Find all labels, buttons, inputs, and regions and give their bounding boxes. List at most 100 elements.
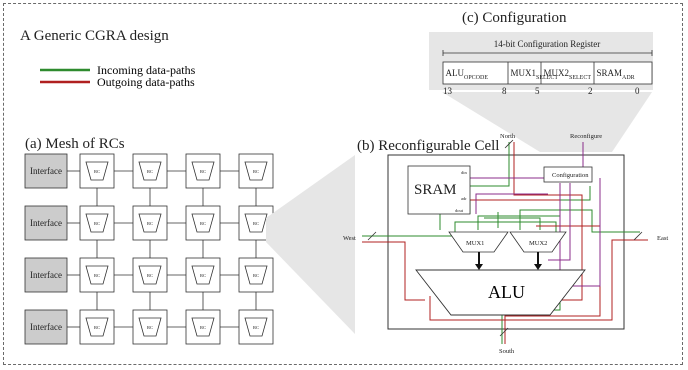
- rc-label: RC: [253, 325, 259, 330]
- legend-incoming-label: Incoming data-paths: [97, 63, 196, 77]
- rc-trapezoid: [244, 265, 268, 285]
- rc-cell: [185, 153, 221, 189]
- rc-trapezoid: [244, 317, 268, 337]
- rc-cell: [132, 309, 168, 345]
- rc-label: RC: [253, 221, 259, 226]
- interface-label: Interface: [30, 166, 62, 176]
- mux2-arrow: [534, 264, 542, 270]
- mux1-block: [448, 231, 509, 253]
- rc-cell: [79, 153, 115, 189]
- rc-trapezoid: [85, 317, 109, 337]
- rc-label: RC: [94, 221, 100, 226]
- configuration-label: Configuration: [552, 172, 589, 179]
- rc-trapezoid: [244, 213, 268, 233]
- register-field-2: MUX2SELECT: [544, 68, 592, 81]
- rc-label: RC: [94, 169, 100, 174]
- rc-trapezoid: [138, 213, 162, 233]
- rc-cell: [132, 205, 168, 241]
- rc-cell: [185, 257, 221, 293]
- cell-title: (b) Reconfigurable Cell: [357, 138, 499, 154]
- rc-cell: [185, 205, 221, 241]
- zoom-wedge-mesh: [266, 155, 355, 334]
- rc-cell: [238, 153, 274, 189]
- interface-label: Interface: [30, 218, 62, 228]
- mux1-arrow: [475, 264, 483, 270]
- north-label: North: [500, 133, 516, 140]
- bit-number-5: 5: [535, 86, 540, 96]
- sram-adr-label: adr: [461, 196, 467, 201]
- interface-block: [24, 153, 68, 189]
- rc-trapezoid: [85, 265, 109, 285]
- bit-number-13: 13: [443, 86, 453, 96]
- interface-block: [24, 205, 68, 241]
- sram-dout-label: dout: [455, 208, 464, 213]
- mesh-title: (a) Mesh of RCs: [25, 136, 125, 152]
- mux2-label: MUX2: [529, 240, 547, 247]
- rc-trapezoid: [85, 161, 109, 181]
- configuration-block: [543, 166, 593, 183]
- rc-label: RC: [147, 221, 153, 226]
- rc-label: RC: [200, 169, 206, 174]
- rc-label: RC: [253, 169, 259, 174]
- rc-cell: [132, 257, 168, 293]
- bit-number-0: 0: [635, 86, 640, 96]
- bit-number-8: 8: [502, 86, 507, 96]
- rc-cell: [238, 309, 274, 345]
- rc-trapezoid: [191, 317, 215, 337]
- interface-block: [24, 309, 68, 345]
- rc-label: RC: [147, 273, 153, 278]
- rc-label: RC: [200, 325, 206, 330]
- reconfigure-label: Reconfigure: [570, 133, 602, 140]
- rc-trapezoid: [138, 161, 162, 181]
- rc-label: RC: [147, 325, 153, 330]
- rc-label: RC: [200, 221, 206, 226]
- config-title: (c) Configuration: [462, 10, 567, 26]
- rc-label: RC: [94, 325, 100, 330]
- config-register: 14-bit Configuration Register ALUOPCODE M…: [442, 39, 653, 96]
- mux1-label: MUX1: [466, 240, 484, 247]
- diagram-title: A Generic CGRA design: [20, 28, 169, 44]
- rc-cell: [79, 309, 115, 345]
- rc-trapezoid: [85, 213, 109, 233]
- bit-number-2: 2: [588, 86, 593, 96]
- rc-trapezoid: [244, 161, 268, 181]
- rc-label: RC: [200, 273, 206, 278]
- rc-cell: [132, 153, 168, 189]
- bus-markers: [367, 139, 643, 337]
- sram-block: [407, 165, 471, 215]
- rc-cell: [79, 257, 115, 293]
- rc-cell: [185, 309, 221, 345]
- rc-trapezoid: [138, 317, 162, 337]
- west-label: West: [343, 235, 356, 242]
- config-register-box: [442, 61, 653, 85]
- legend: Incoming data-paths Outgoing data-paths: [40, 63, 196, 89]
- rc-trapezoid: [191, 265, 215, 285]
- register-field-3: SRAMADR: [597, 68, 635, 81]
- mux2-block: [509, 231, 567, 253]
- rc-trapezoid: [138, 265, 162, 285]
- interface-label: Interface: [30, 322, 62, 332]
- rc-trapezoid: [191, 161, 215, 181]
- rc-cell: [79, 205, 115, 241]
- alu-label: ALU: [488, 282, 525, 302]
- zoom-wedge-config: [442, 92, 652, 152]
- sram-din-label: din: [461, 170, 468, 175]
- interface-block: [24, 257, 68, 293]
- rc-label: RC: [253, 273, 259, 278]
- rc-label: RC: [94, 273, 100, 278]
- rc-label: RC: [147, 169, 153, 174]
- register-field-0: ALUOPCODE: [446, 68, 489, 81]
- alu-block: [415, 269, 586, 316]
- legend-outgoing-label: Outgoing data-paths: [97, 75, 195, 89]
- interface-label: Interface: [30, 270, 62, 280]
- dashed-frame: [3, 3, 683, 365]
- south-label: South: [499, 348, 515, 355]
- rc-trapezoid: [191, 213, 215, 233]
- sram-label: SRAM: [414, 182, 457, 198]
- east-label: East: [657, 235, 668, 242]
- register-field-1: MUX1SELECT: [511, 68, 559, 81]
- rc-cell: [238, 257, 274, 293]
- config-register-label: 14-bit Configuration Register: [494, 39, 600, 49]
